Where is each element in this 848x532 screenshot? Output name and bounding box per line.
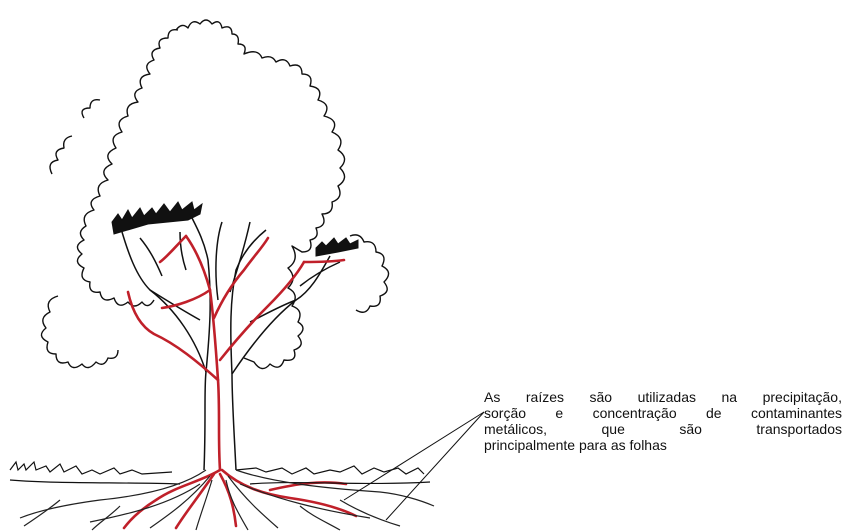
tree-canopy bbox=[40, 19, 390, 370]
transport-vessels bbox=[122, 234, 358, 530]
caption-line: principalmente para as folhas bbox=[484, 437, 667, 453]
caption-line: As raízes são utilizadas na precipitação… bbox=[484, 389, 842, 405]
caption-pointer bbox=[343, 411, 485, 521]
roots bbox=[19, 469, 435, 531]
foliage-shadow bbox=[111, 201, 359, 257]
caption-text: As raízes são utilizadas na precipitação… bbox=[484, 389, 842, 453]
caption-line: metálicos, que são transportados bbox=[484, 421, 842, 437]
tree-trunk bbox=[121, 213, 341, 471]
ground-line bbox=[9, 460, 431, 485]
caption-line: sorção e concentração de contaminantes bbox=[484, 405, 842, 421]
